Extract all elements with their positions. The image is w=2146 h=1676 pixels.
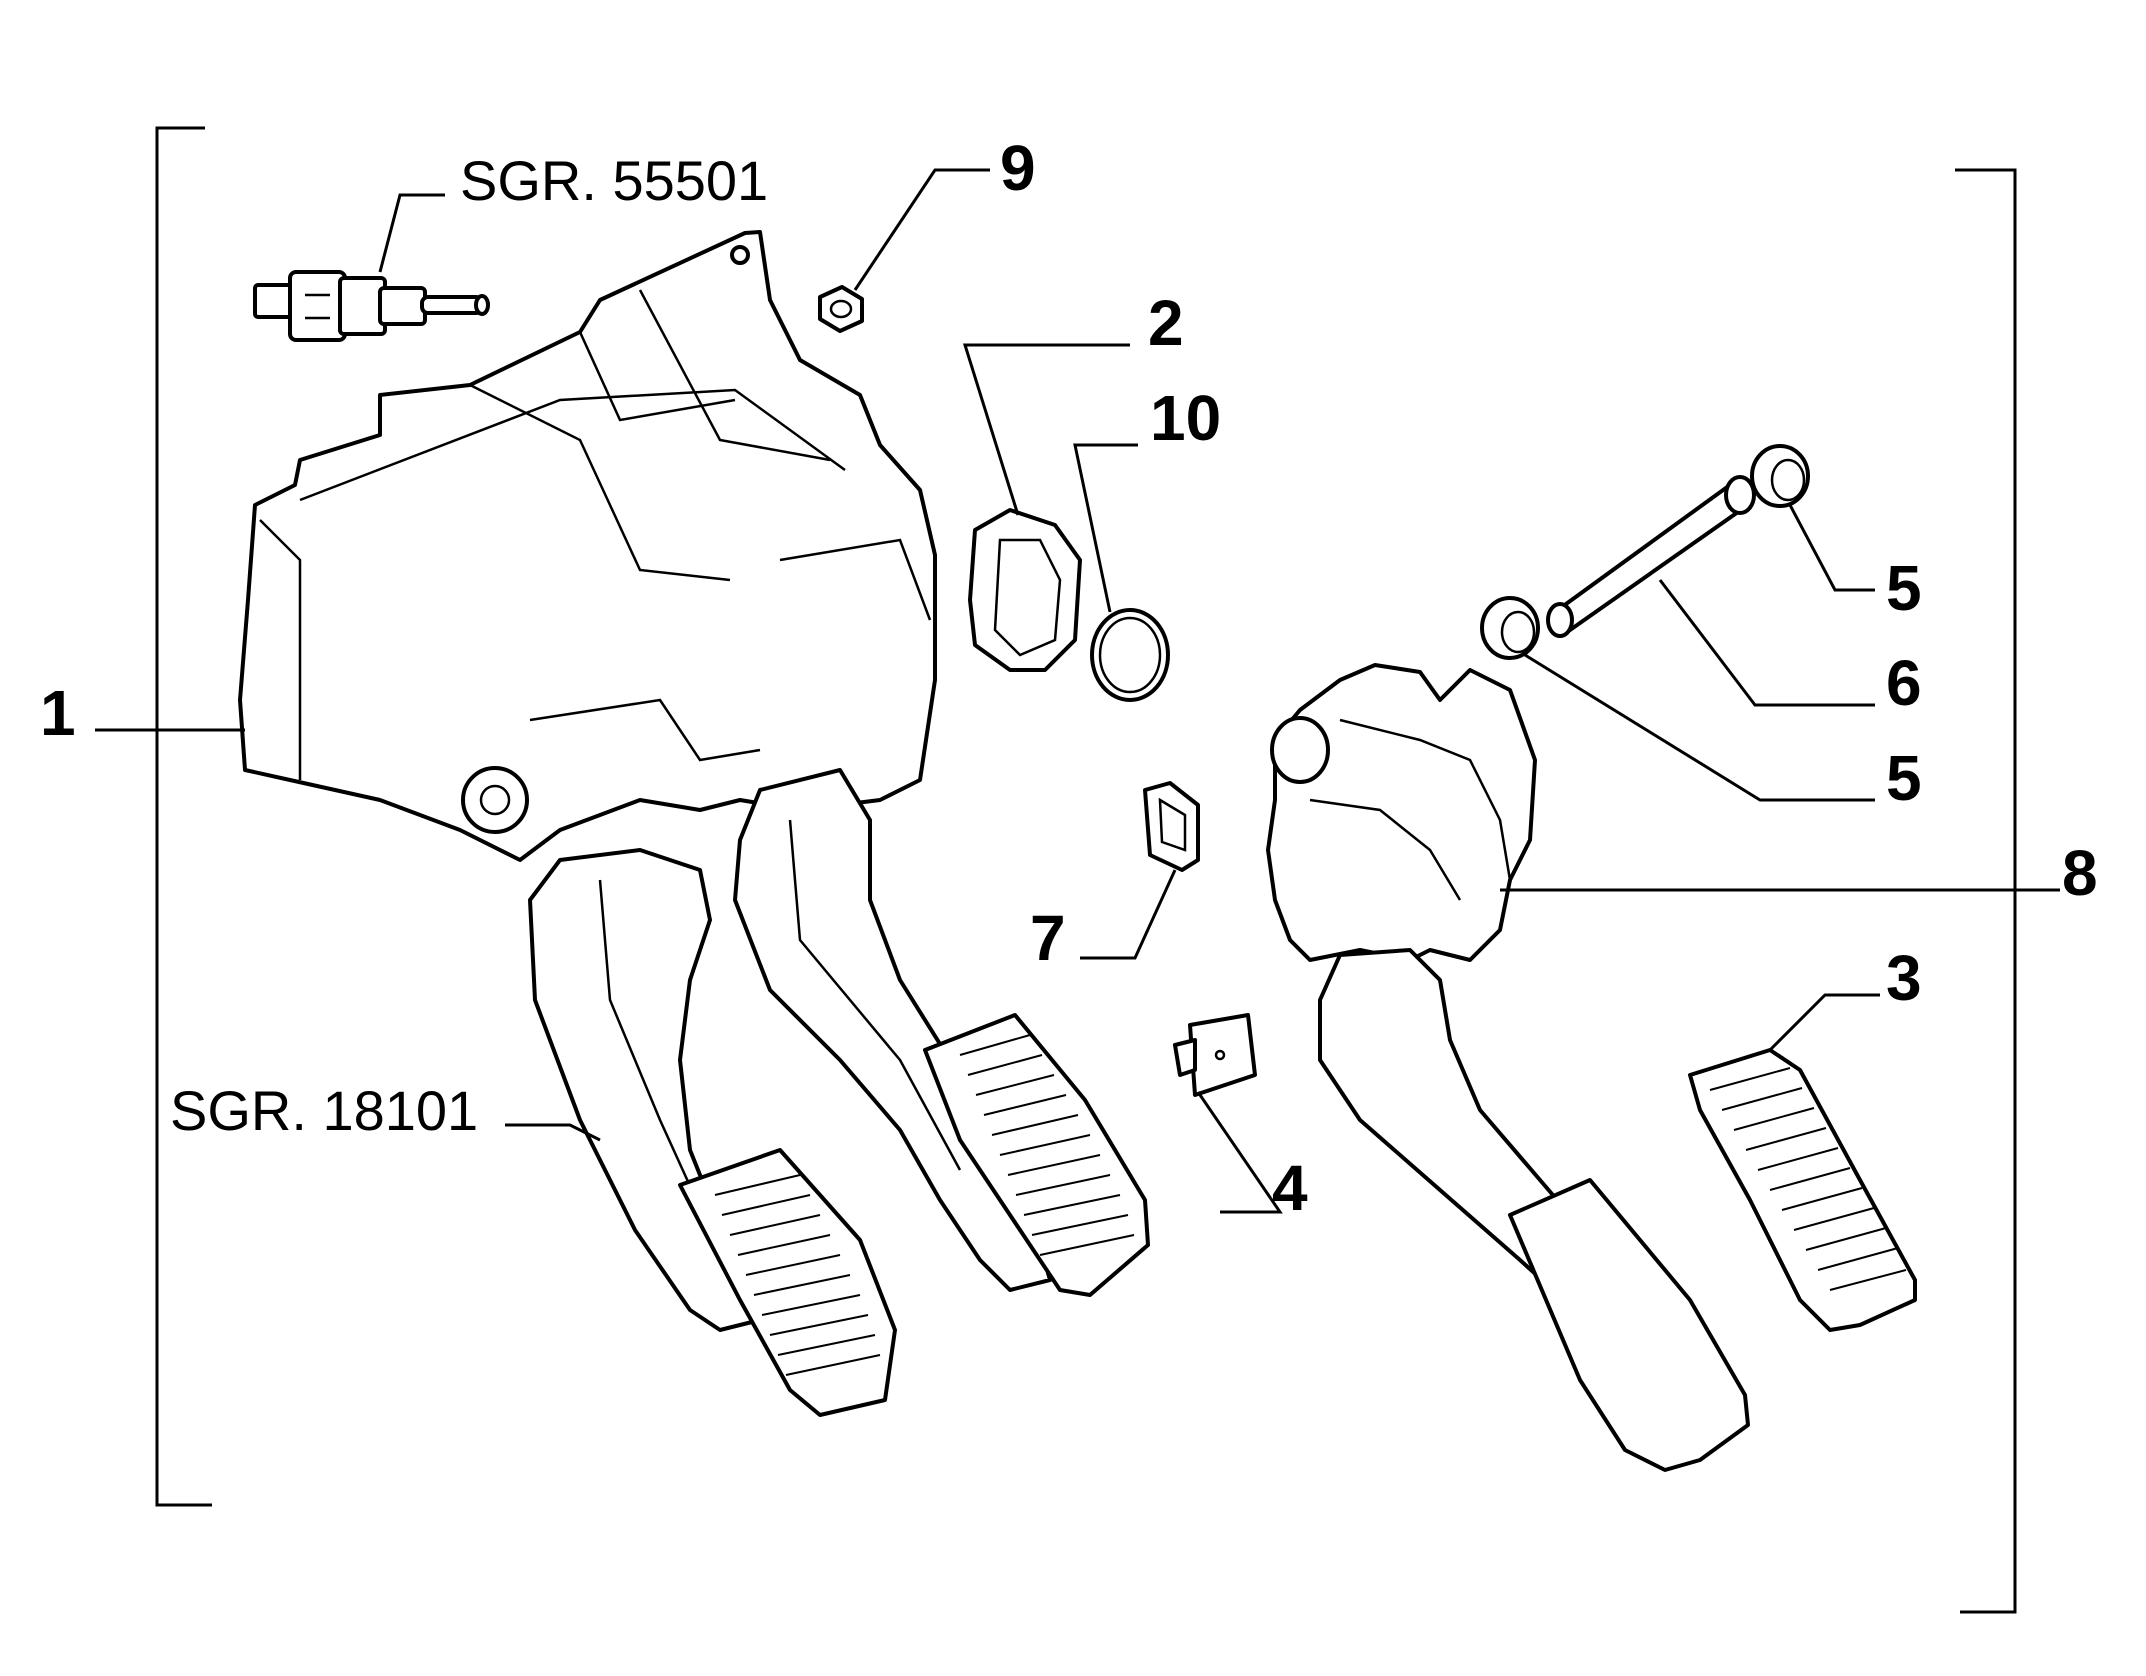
callout-7: 7 (1030, 902, 1066, 974)
callout-5-upper: 5 (1886, 552, 1922, 624)
callout-5-lower: 5 (1886, 742, 1922, 814)
bushing-lower-drawing (1480, 596, 1540, 660)
brake-pedal-drawing (733, 768, 1150, 1297)
reference-label-clutch: SGR. 18101 (170, 1079, 478, 1142)
callout-1: 1 (40, 677, 76, 749)
leader-lines (95, 168, 2060, 1214)
callout-2: 2 (1148, 287, 1184, 359)
callout-3: 3 (1886, 942, 1922, 1014)
pedal-box-housing (238, 230, 937, 862)
stop-switch-drawing (253, 270, 490, 342)
reference-label-switch: SGR. 55501 (460, 149, 768, 212)
assembly-bracket-left (155, 126, 212, 1507)
callout-6: 6 (1886, 647, 1922, 719)
bushing-upper-drawing (1750, 444, 1810, 508)
clutch-pedal-drawing (528, 848, 897, 1417)
pad-drawing (1173, 1013, 1257, 1097)
clip-drawing (1143, 781, 1200, 872)
pedal-pad-drawing (1688, 1048, 1917, 1332)
pedal-assembly-right-drawing (1266, 663, 1750, 1472)
pin-drawing (1546, 475, 1756, 638)
callout-4: 4 (1272, 1152, 1308, 1224)
nut-drawing (818, 285, 864, 333)
callout-8: 8 (2062, 837, 2098, 909)
callout-9: 9 (1000, 132, 1036, 204)
o-ring-drawing (1090, 608, 1170, 702)
callout-10: 10 (1150, 382, 1221, 454)
cover-drawing (968, 508, 1082, 672)
